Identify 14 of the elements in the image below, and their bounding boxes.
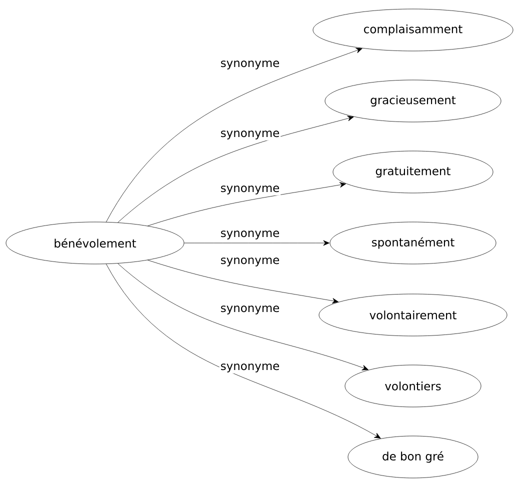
arrow <box>106 264 381 438</box>
edge-label: synonyme <box>219 362 281 374</box>
arrow <box>147 260 339 304</box>
arrow <box>184 240 330 246</box>
edge-label: synonyme <box>219 256 281 268</box>
edge-label: synonyme <box>219 60 281 70</box>
arrow <box>147 182 346 226</box>
edge-label: synonyme <box>219 184 281 196</box>
arrow <box>106 48 362 222</box>
arrow <box>118 263 368 370</box>
edge-label: synonyme <box>219 230 281 240</box>
edge-label: synonyme <box>219 130 281 140</box>
arrow <box>118 116 354 223</box>
edge-label: synonyme <box>219 304 281 316</box>
